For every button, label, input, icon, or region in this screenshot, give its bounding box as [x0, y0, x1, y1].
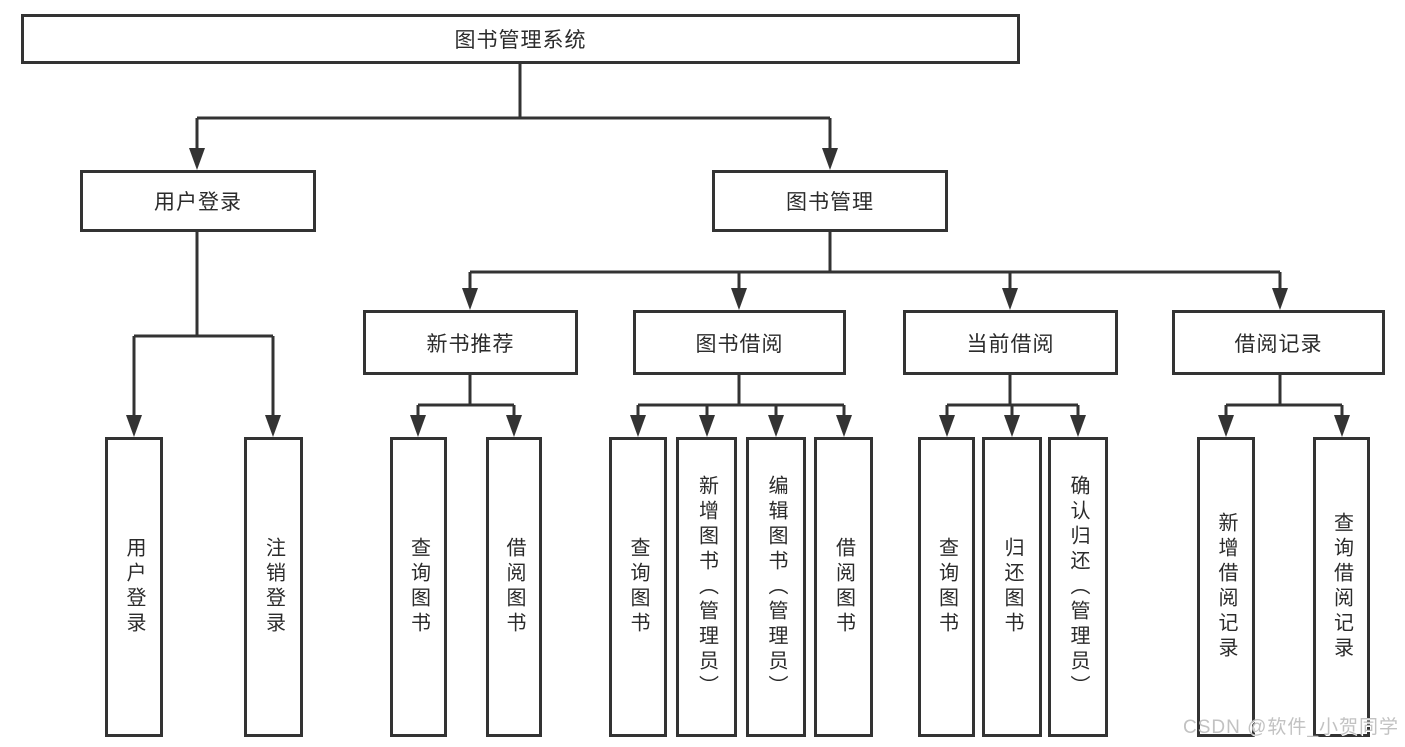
- node-user-login-leaf: 用户登录: [105, 437, 163, 737]
- node-library-management-system: 图书管理系统: [21, 14, 1020, 64]
- node-borrow-books-borrowing: 借阅图书: [814, 437, 873, 737]
- node-current-borrowing: 当前借阅: [903, 310, 1118, 375]
- node-query-books-current: 查询图书: [918, 437, 975, 737]
- node-confirm-return-admin: 确认归还（管理员）: [1048, 437, 1108, 737]
- node-book-borrowing: 图书借阅: [633, 310, 846, 375]
- node-borrow-books-recommend: 借阅图书: [486, 437, 542, 737]
- node-book-management: 图书管理: [712, 170, 948, 232]
- node-user-login: 用户登录: [80, 170, 316, 232]
- node-add-books-admin: 新增图书（管理员）: [676, 437, 737, 737]
- node-return-books: 归还图书: [982, 437, 1042, 737]
- node-borrowing-records: 借阅记录: [1172, 310, 1385, 375]
- watermark: CSDN @软件_小贺同学: [1183, 717, 1399, 738]
- node-query-books-borrowing: 查询图书: [609, 437, 667, 737]
- node-edit-books-admin: 编辑图书（管理员）: [746, 437, 806, 737]
- node-query-borrow-record: 查询借阅记录: [1313, 437, 1370, 737]
- node-logout: 注销登录: [244, 437, 303, 737]
- node-add-borrow-record: 新增借阅记录: [1197, 437, 1255, 737]
- node-query-books-recommend: 查询图书: [390, 437, 447, 737]
- node-new-book-recommendation: 新书推荐: [363, 310, 578, 375]
